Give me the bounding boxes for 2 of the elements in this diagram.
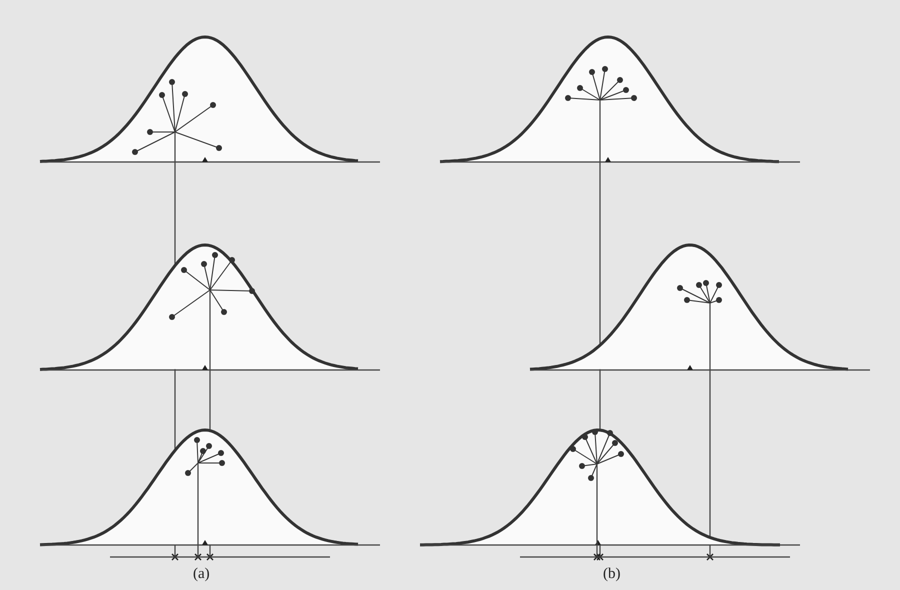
panel-label: (a)	[193, 566, 210, 583]
panel-label: (b)	[603, 566, 620, 583]
